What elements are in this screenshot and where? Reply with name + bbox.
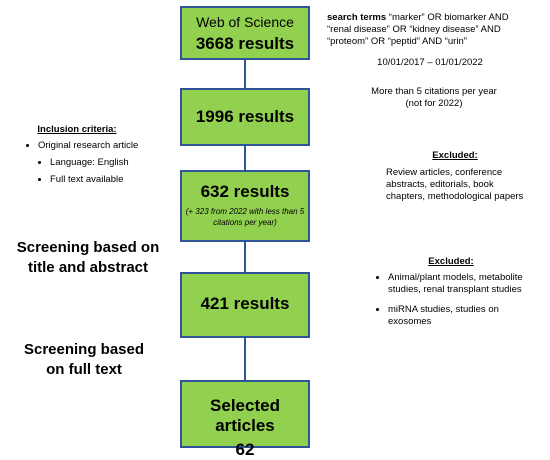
inclusion-list: Original research article Language: Engl… [22, 140, 172, 186]
box-count: 3668 results [195, 34, 295, 53]
search-terms-text: “marker” OR biomarker AND “renal disease… [327, 12, 509, 47]
box-count: 421 results [200, 294, 290, 313]
inclusion-criteria: Inclusion criteria: Original research ar… [22, 124, 172, 191]
excluded-text: Review articles, conference abstracts, e… [386, 167, 524, 202]
date-range: 10/01/2017 – 01/01/2022 [377, 57, 483, 68]
excluded-block-2: Excluded: Animal/plant models, metabolit… [376, 256, 526, 333]
connector-3-4 [244, 240, 246, 272]
list-item: miRNA studies, studies on exosomes [388, 304, 526, 328]
box-web-of-science: Web of Science 3668 results [180, 6, 310, 60]
box-selected-count: 62 [235, 440, 255, 459]
list-item: Language: English [50, 157, 172, 169]
search-terms-label: search terms [327, 12, 387, 23]
box-count: 1996 results [195, 107, 295, 126]
box-421: 421 results [180, 272, 310, 338]
list-item: Full text available [50, 174, 172, 186]
box-note: (+ 323 from 2022 with less than 5 citati… [185, 207, 305, 227]
box-source-label: Web of Science [196, 14, 294, 30]
box-selected-label: Selected articles [210, 396, 280, 435]
connector-2-3 [244, 146, 246, 170]
connector-1-2 [244, 58, 246, 90]
excluded-heading: Excluded: [428, 256, 474, 267]
box-selected: Selected articles 62 [180, 380, 310, 459]
list-item: Original research article [38, 140, 172, 152]
search-terms: search terms “marker” OR biomarker AND “… [327, 12, 522, 48]
box-632: 632 results (+ 323 from 2022 with less t… [180, 170, 310, 242]
connector-4-5 [244, 336, 246, 380]
inclusion-heading: Inclusion criteria: [37, 124, 117, 135]
excluded-block-1: Excluded: Review articles, conference ab… [386, 150, 524, 203]
box-count: 632 results [200, 182, 290, 201]
screening-full-text: Screening based on full text [23, 341, 145, 378]
list-item: Animal/plant models, metabolite studies,… [388, 272, 526, 296]
box-1996: 1996 results [180, 88, 310, 146]
excluded-list: Animal/plant models, metabolite studies,… [376, 272, 526, 328]
excluded-heading: Excluded: [432, 150, 478, 161]
citation-criteria: More than 5 citations per year (not for … [371, 86, 497, 109]
screening-title-abstract: Screening based on title and abstract [16, 239, 160, 276]
